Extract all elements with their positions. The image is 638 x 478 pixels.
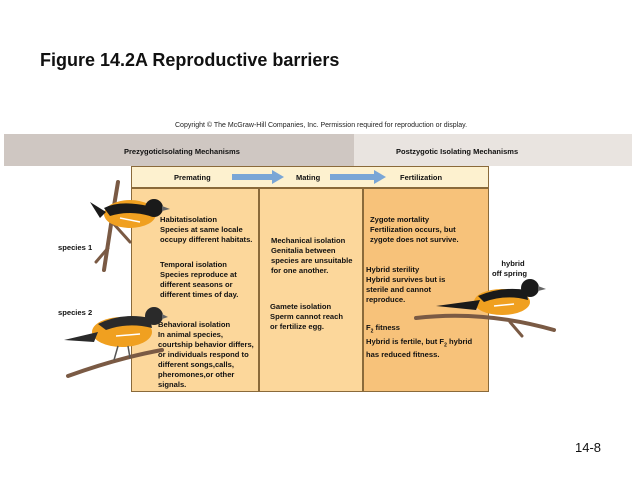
habitat-line: Species at same locale (160, 225, 243, 234)
mechanisms-header: PrezygoticIsolating Mechanisms Postzygot… (4, 134, 632, 166)
mating-panel: Mechanical isolation Genitalia between s… (259, 188, 363, 392)
behavioral-line: courtship behavior differs, (158, 340, 254, 349)
slide-title: Figure 14.2A Reproductive barriers (40, 50, 340, 70)
f2-title-sub: 2 (370, 328, 374, 335)
behavioral-line: signals. (158, 380, 187, 389)
species-2-bird-illustration (64, 307, 168, 378)
behavioral-line: different songs,calls, (158, 360, 234, 369)
sterility-title: Hybrid sterility (366, 265, 420, 274)
species-1-bird-illustration (90, 180, 170, 272)
zygote-title: Zygote mortality (370, 215, 430, 224)
offspring-label: off spring (492, 269, 528, 278)
hybrid-label: hybrid (501, 259, 525, 268)
species-2-label: species 2 (58, 308, 93, 317)
f2-line-b: hybrid (446, 336, 473, 346)
zygote-mortality-text: Zygote mortality Fertilization occurs, b… (370, 215, 459, 245)
mechanical-isolation-text: Mechanical isolation Genitalia between s… (271, 236, 352, 276)
hybrid-sterility-text: Hybrid sterility Hybrid survives but is … (366, 265, 445, 305)
temporal-line: Species reproduce at (160, 270, 237, 279)
prezygotic-header: PrezygoticIsolating Mechanisms (4, 134, 354, 166)
behavioral-line: pheromones,or other (158, 370, 235, 379)
postzygotic-header: Postzygotic Isolating Mechanisms (354, 134, 632, 166)
arrow-right-icon (232, 170, 284, 184)
behavioral-title: Behavioral isolation (158, 320, 231, 329)
mechanical-title: Mechanical isolation (271, 236, 346, 245)
temporal-isolation-text: Temporal isolation Species reproduce at … (160, 260, 238, 300)
temporal-title: Temporal isolation (160, 260, 227, 269)
f2-title-f: F (366, 323, 371, 332)
hybrid-bird-illustration (414, 279, 556, 338)
stage-mating: Mating (296, 173, 321, 182)
f2-line-sub: 2 (444, 342, 447, 349)
behavioral-isolation-text: Behavioral isolation In animal species, … (158, 320, 254, 390)
copyright-notice: Copyright © The McGraw-Hill Companies, I… (175, 122, 468, 129)
mechanical-line: Genitalia between (271, 246, 336, 255)
f2-title: F2 fitness (366, 323, 472, 337)
temporal-line: different seasons or (160, 280, 233, 289)
fertilization-panel: Zygote mortality Fertilization occurs, b… (363, 188, 489, 392)
habitat-line: occupy different habitats. (160, 235, 253, 244)
f2-line-a: Hybrid is fertile, but F (366, 336, 445, 346)
f2-title-rest: fitness (373, 323, 401, 332)
behavioral-line: In animal species, (158, 330, 223, 339)
stage-bar: Premating Mating Fertilization (131, 166, 489, 188)
stage-premating: Premating (174, 173, 211, 182)
species-1-label: species 1 (58, 243, 93, 252)
sterility-line: Hybrid survives but is (366, 275, 446, 284)
gamete-line: or fertilize egg. (270, 322, 325, 331)
behavioral-line: or individuals respond to (158, 350, 249, 359)
zygote-line: Fertilization occurs, but (370, 225, 456, 234)
stage-fertilization: Fertilization (400, 173, 443, 182)
arrow-right-icon (330, 170, 386, 184)
stage-arrows (232, 170, 386, 184)
page-number: 14-8 (575, 440, 602, 455)
gamete-line: Sperm cannot reach (270, 312, 344, 321)
gamete-isolation-text: Gamete isolation Sperm cannot reach or f… (270, 302, 343, 332)
gamete-title: Gamete isolation (270, 302, 332, 311)
mechanical-line: species are unsuitable (271, 256, 353, 265)
prezygotic-label: PrezygoticIsolating Mechanisms (124, 147, 240, 156)
sterility-line: sterile and cannot (366, 285, 431, 294)
habitat-title: Habitatisolation (160, 215, 217, 224)
f2-fitness-text: F2 fitness Hybrid is fertile, but F2 hyb… (366, 323, 472, 360)
zygote-line: zygote does not survive. (370, 235, 459, 244)
postzygotic-label: Postzygotic Isolating Mechanisms (396, 147, 519, 156)
habitat-isolation-text: Habitatisolation Species at same locale … (160, 215, 252, 245)
premating-panel: Habitatisolation Species at same locale … (131, 188, 259, 392)
mechanical-line: for one another. (271, 266, 329, 275)
temporal-line: different times of day. (160, 290, 239, 299)
f2-line: Hybrid is fertile, but F2 hybrid (366, 337, 472, 351)
f2-line: has reduced fitness. (366, 350, 440, 360)
sterility-line: reproduce. (366, 295, 406, 304)
